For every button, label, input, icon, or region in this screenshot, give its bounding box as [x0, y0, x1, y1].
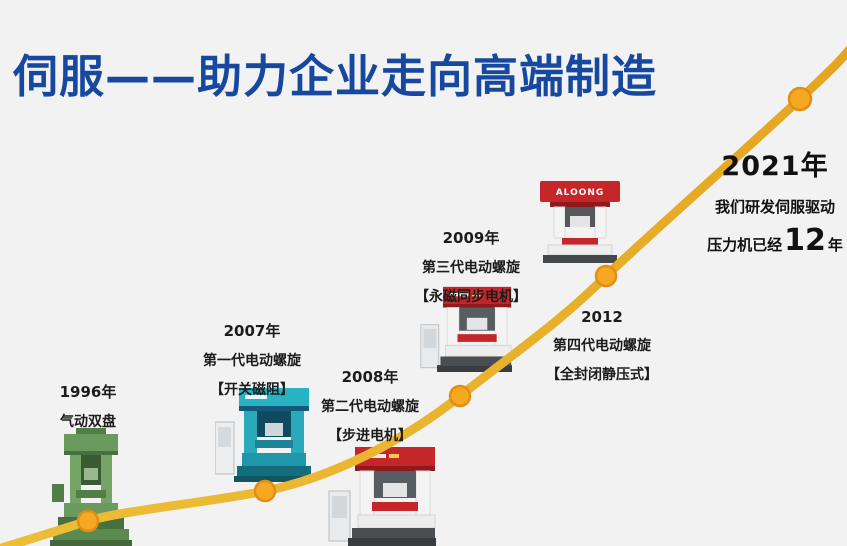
press-machine-2008-illustration: [328, 447, 436, 546]
milestone-year: 1996年: [59, 383, 117, 401]
press-machine-2007-illustration: [215, 388, 313, 482]
endpoint-line2-suffix: 年: [827, 236, 843, 254]
page-title: 伺服——助力企业走向高端制造: [13, 50, 658, 103]
timeline-marker-2021: [787, 86, 813, 112]
milestone-detail: 【步进电机】: [328, 428, 412, 444]
milestone-name: 第三代电动螺旋: [422, 260, 520, 276]
milestone-year: 2012: [581, 308, 623, 326]
milestone-detail: 【开关磁阻】: [210, 382, 294, 398]
timeline-marker-1996: [76, 509, 100, 533]
milestone-2009: 2009年 第三代电动螺旋 【永磁同步电机】: [398, 227, 544, 306]
milestone-name: 第二代电动螺旋: [321, 399, 419, 415]
timeline-marker-2007: [253, 479, 277, 503]
milestone-2008: 2008年 第二代电动螺旋 【步进电机】: [303, 366, 437, 445]
timeline-marker-2012: [594, 264, 618, 288]
press-machine-2009-illustration: [420, 286, 512, 372]
endpoint-line1: 我们研发伺服驱动: [714, 198, 835, 216]
milestone-year: 2009年: [442, 229, 500, 247]
machine-brand-label: ALOONG: [556, 188, 605, 198]
endpoint-year: 2021年: [721, 151, 829, 182]
milestone-2007: 2007年 第一代电动螺旋 【开关磁阻】: [183, 320, 321, 399]
timeline-marker-2008: [448, 384, 472, 408]
endpoint-2021: 2021年 我们研发伺服驱动 压力机已经 12 年: [705, 144, 845, 258]
milestone-2012: 2012 第四代电动螺旋 【全封闭静压式】: [528, 308, 676, 384]
endpoint-line2-prefix: 压力机已经: [707, 236, 783, 254]
milestone-1996: 1996年 气动双盘: [28, 381, 148, 431]
milestone-year: 2007年: [223, 322, 281, 340]
press-machine-2012-illustration: ALOONG: [540, 181, 620, 263]
milestone-detail: 【永磁同步电机】: [415, 289, 527, 305]
milestone-year: 2008年: [341, 368, 399, 386]
endpoint-years-count: 12: [784, 223, 826, 258]
endpoint-line2: 压力机已经 12 年: [705, 223, 845, 258]
milestone-name: 气动双盘: [60, 414, 116, 430]
milestone-name: 第四代电动螺旋: [553, 338, 651, 354]
milestone-name: 第一代电动螺旋: [203, 353, 301, 369]
milestone-detail: 【全封闭静压式】: [546, 367, 658, 383]
